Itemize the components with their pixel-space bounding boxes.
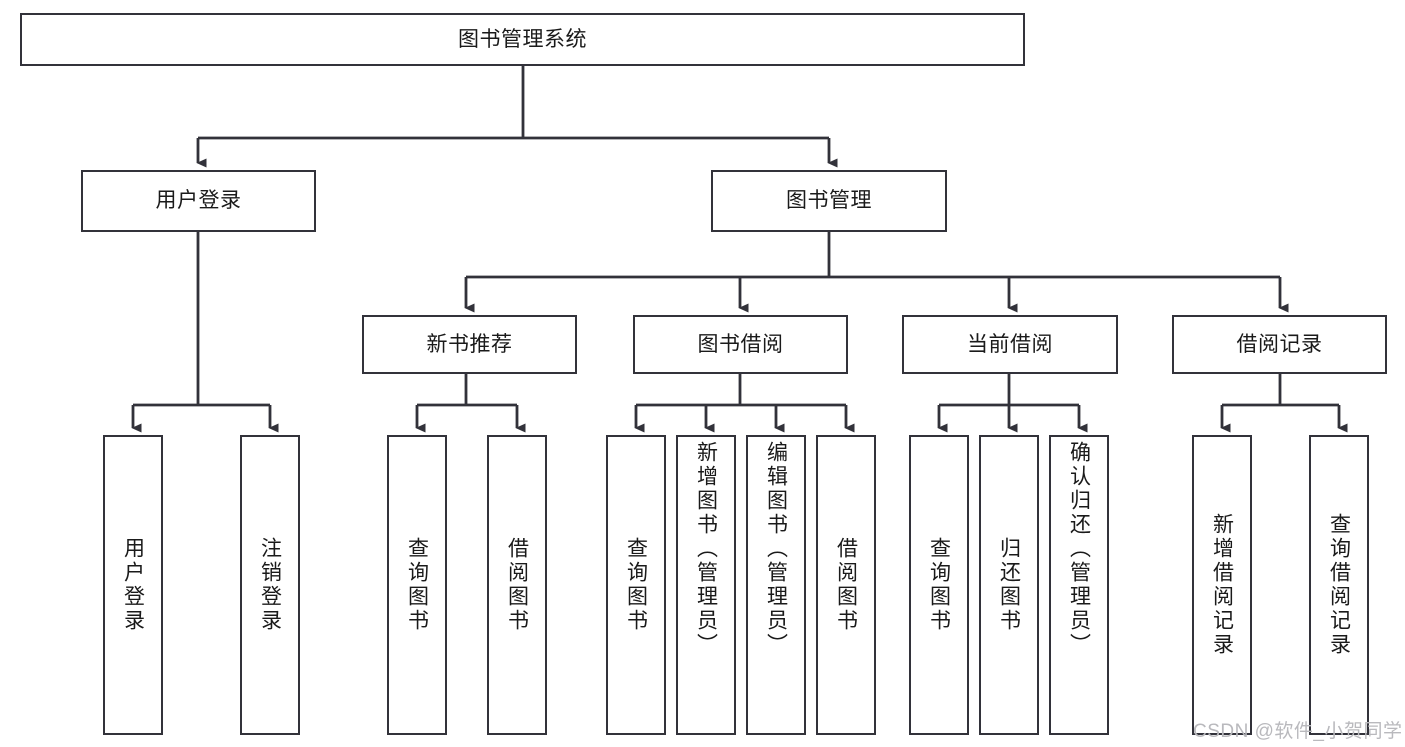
node-label: 确认归还（管理员） (1067, 441, 1091, 657)
node-user-login[interactable]: 用户登录 (81, 170, 316, 232)
leaf-text-wrap: 新增借阅记录 (1194, 437, 1250, 733)
leaf-text-wrap: 确认归还（管理员） (1051, 437, 1107, 737)
node-label: 查询图书 (624, 537, 648, 633)
node-label: 新书推荐 (426, 332, 513, 356)
node-label: 借阅记录 (1236, 332, 1323, 356)
node-leaf-confirm-return-admin[interactable]: 确认归还（管理员） (1049, 435, 1109, 735)
leaf-text-wrap: 新增图书（管理员） (678, 437, 734, 737)
node-leaf-user-login[interactable]: 用户登录 (103, 435, 163, 735)
node-leaf-add-borrow-record[interactable]: 新增借阅记录 (1192, 435, 1252, 735)
node-label: 图书管理 (786, 189, 872, 213)
leaf-text-wrap: 查询图书 (911, 437, 967, 733)
node-book-borrow[interactable]: 图书借阅 (633, 315, 848, 374)
node-label: 查询图书 (927, 537, 951, 633)
node-leaf-return-book[interactable]: 归还图书 (979, 435, 1039, 735)
leaf-text-wrap: 查询图书 (389, 437, 445, 733)
node-label: 注销登录 (258, 537, 282, 633)
node-leaf-logout[interactable]: 注销登录 (240, 435, 300, 735)
node-leaf-query-borrow-record[interactable]: 查询借阅记录 (1309, 435, 1369, 735)
leaf-text-wrap: 查询图书 (608, 437, 664, 733)
leaf-text-wrap: 查询借阅记录 (1311, 437, 1367, 733)
node-leaf-query-book-borrow[interactable]: 查询图书 (606, 435, 666, 735)
node-leaf-query-book-recommend[interactable]: 查询图书 (387, 435, 447, 735)
node-borrow-record[interactable]: 借阅记录 (1172, 315, 1387, 374)
node-label: 用户登录 (121, 537, 145, 633)
leaf-text-wrap: 归还图书 (981, 437, 1037, 733)
leaf-text-wrap: 借阅图书 (489, 437, 545, 733)
node-current-borrow[interactable]: 当前借阅 (902, 315, 1118, 374)
node-label: 编辑图书（管理员） (764, 441, 788, 657)
node-leaf-borrow-book-recommend[interactable]: 借阅图书 (487, 435, 547, 735)
node-new-book-recommend[interactable]: 新书推荐 (362, 315, 577, 374)
node-root-book-management-system[interactable]: 图书管理系统 (20, 13, 1025, 66)
leaf-text-wrap: 编辑图书（管理员） (748, 437, 804, 737)
node-label: 借阅图书 (505, 537, 529, 633)
leaf-text-wrap: 借阅图书 (818, 437, 874, 733)
node-label: 新增借阅记录 (1210, 513, 1234, 657)
node-label: 图书借阅 (697, 332, 784, 356)
node-label: 用户登录 (155, 189, 242, 213)
node-leaf-edit-book-admin[interactable]: 编辑图书（管理员） (746, 435, 806, 735)
node-leaf-borrow-book[interactable]: 借阅图书 (816, 435, 876, 735)
node-label: 借阅图书 (834, 537, 858, 633)
node-label: 当前借阅 (967, 332, 1053, 356)
leaf-text-wrap: 注销登录 (242, 437, 298, 733)
watermark-text: CSDN @软件_小贺同学 (1193, 721, 1403, 742)
node-leaf-query-book-current[interactable]: 查询图书 (909, 435, 969, 735)
node-label: 新增图书（管理员） (694, 441, 718, 657)
node-label: 归还图书 (997, 537, 1021, 633)
node-label: 查询借阅记录 (1327, 513, 1351, 657)
node-label: 图书管理系统 (458, 27, 587, 51)
node-leaf-add-book-admin[interactable]: 新增图书（管理员） (676, 435, 736, 735)
node-book-management[interactable]: 图书管理 (711, 170, 947, 232)
leaf-text-wrap: 用户登录 (105, 437, 161, 733)
node-label: 查询图书 (405, 537, 429, 633)
